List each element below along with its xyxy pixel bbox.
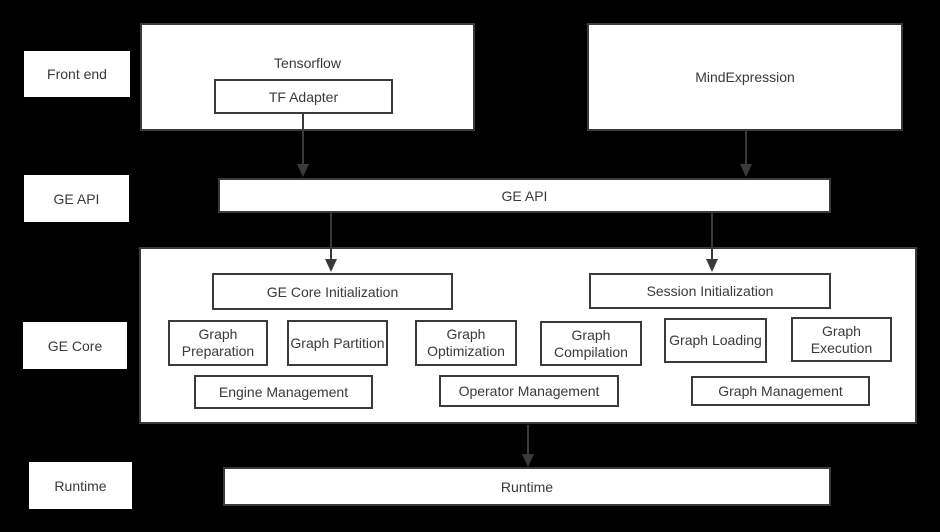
row-label-runtime-text: Runtime [54,477,107,494]
row-label-front-end: Front end [24,51,130,97]
graph-optimization-label: Graph Optimization [427,326,505,359]
row-label-ge-core-text: GE Core [47,337,103,354]
graph-preparation-box: Graph Preparation [168,320,268,366]
graph-management-box: Graph Management [691,376,870,406]
mindexpression-label: MindExpression [695,69,795,85]
tf-adapter-label: TF Adapter [268,88,339,105]
graph-management-label: Graph Management [718,383,843,399]
row-label-ge-api-text: GE API [53,190,100,207]
ge-api-bar: GE API [218,178,831,213]
tf-adapter-box: TF Adapter [214,79,393,114]
arrow-line [711,213,713,259]
graph-partition-label: Graph Partition [290,334,385,351]
graph-execution-label: Graph Execution [810,322,873,356]
arrow-line [527,425,529,454]
tensorflow-title: Tensorflow [274,55,341,71]
arrow-line [745,131,747,164]
graph-compilation-box: Graph Compilation [540,321,642,366]
graph-compilation-label: Graph Compilation [554,326,628,360]
arrow-head-icon [325,259,337,272]
arrow-line [302,114,304,164]
row-label-ge-api: GE API [24,175,129,222]
runtime-bar: Runtime [223,467,831,506]
operator-management-box: Operator Management [439,375,619,407]
row-label-front-end-text: Front end [47,66,107,82]
ge-core-initialization-label: GE Core Initialization [266,283,399,300]
session-initialization-label: Session Initialization [646,283,774,299]
graph-loading-box: Graph Loading [664,318,767,363]
arrow-head-icon [522,454,534,467]
engine-management-box: Engine Management [194,375,373,409]
tensorflow-box: Tensorflow [140,23,475,131]
graph-partition-box: Graph Partition [287,320,388,366]
arrow-head-icon [740,164,752,177]
graph-preparation-label: Graph Preparation [181,326,255,359]
arrow-head-icon [297,164,309,177]
graph-optimization-box: Graph Optimization [415,320,517,366]
session-initialization-box: Session Initialization [589,273,831,309]
operator-management-label: Operator Management [458,383,600,399]
ge-api-bar-label: GE API [501,187,548,204]
graph-loading-label: Graph Loading [669,332,762,349]
row-label-ge-core: GE Core [23,322,127,369]
mindexpression-box: MindExpression [587,23,903,131]
ge-core-initialization-box: GE Core Initialization [212,273,453,310]
engine-management-label: Engine Management [218,384,349,400]
arrow-line [330,213,332,259]
runtime-bar-label: Runtime [500,478,554,495]
graph-execution-box: Graph Execution [791,317,892,362]
row-label-runtime: Runtime [29,462,132,509]
arrow-head-icon [706,259,718,272]
